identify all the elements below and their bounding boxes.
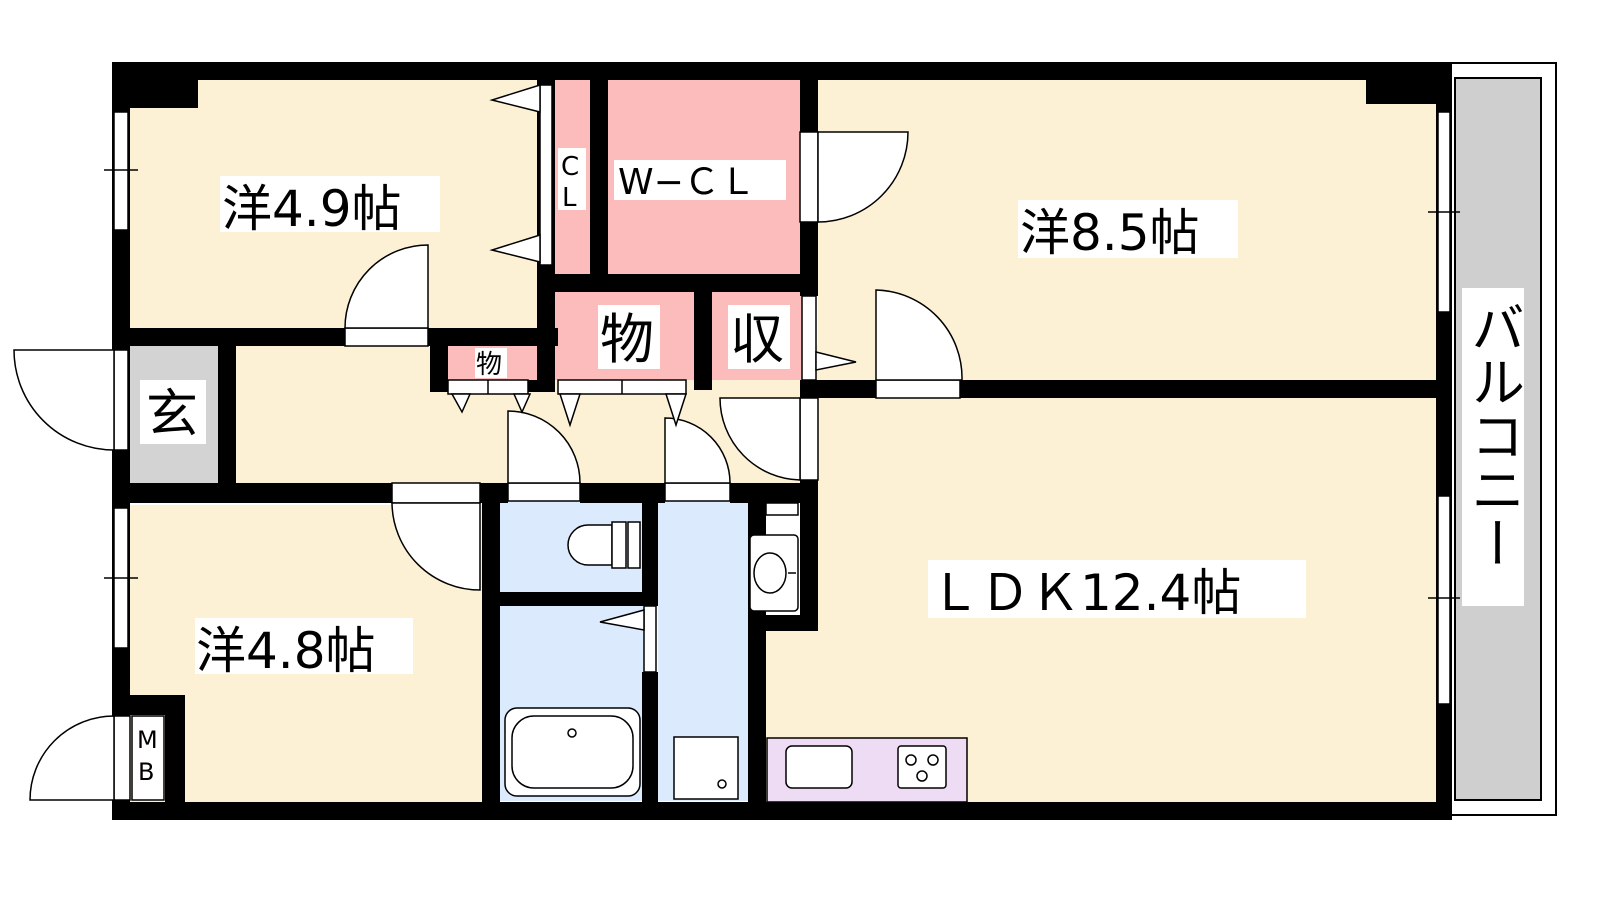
closet-label-l: L	[562, 183, 577, 213]
kitchen-sink	[785, 745, 853, 789]
ldk-label: ＬＤＫ12.4帖	[930, 564, 1241, 622]
fixtures	[504, 502, 947, 800]
balcony-label: バルコニー	[1462, 300, 1525, 570]
washing-machine-space	[673, 736, 739, 800]
window-right-bottom	[1437, 495, 1451, 705]
meter-box	[131, 715, 165, 801]
window-ticks	[104, 169, 1460, 599]
toilet-fixture	[567, 524, 613, 566]
meter-box-label-m: M	[137, 726, 158, 754]
storage-large-label: 物	[600, 308, 654, 371]
sliding-doors	[447, 83, 857, 631]
bedroom-a-label: 洋4.9帖	[222, 180, 402, 238]
doors	[13, 131, 963, 801]
bedroom-b-label: 洋8.5帖	[1020, 204, 1200, 262]
storage-shu-label: 収	[730, 308, 784, 371]
window-left-top	[113, 111, 129, 231]
entrance-label: 玄	[146, 385, 198, 445]
wcl-label: W−ＣＬ	[618, 162, 756, 203]
storage-small-label: 物	[476, 350, 502, 380]
labels: 洋4.9帖 洋8.5帖 洋4.8帖 ＬＤＫ12.4帖 玄 W−ＣＬ C L 物 …	[137, 148, 1525, 786]
bedroom-c-label: 洋4.8帖	[196, 622, 376, 680]
closet-label-c: C	[561, 152, 579, 182]
meter-box-label-b: B	[138, 758, 154, 786]
